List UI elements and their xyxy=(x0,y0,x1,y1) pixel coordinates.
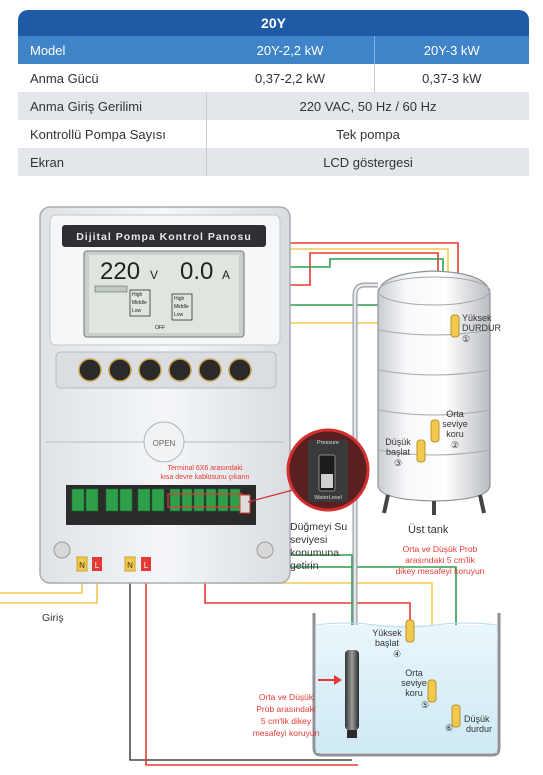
panel-title: Dijital Pompa Kontrol Panosu xyxy=(76,231,252,243)
row-label: Ekran xyxy=(18,148,207,176)
upper-probe-labels: Yüksek DURDUR ① Orta seviye koru ② Düşük… xyxy=(385,313,501,468)
probe-text: koru xyxy=(405,688,423,698)
n-label: N xyxy=(79,561,85,570)
note-line: Prob arasındaki xyxy=(256,704,316,714)
panel-button[interactable] xyxy=(108,358,132,382)
lcd-current: 0.0 xyxy=(180,258,213,285)
lcd-label: High xyxy=(132,292,143,298)
lcd-label: OFF xyxy=(155,325,165,331)
control-panel: Dijital Pompa Kontrol Panosu 220 V 0.0 A… xyxy=(39,206,291,584)
probe-text: Orta xyxy=(446,409,464,419)
probe-text: DURDUR xyxy=(462,323,501,333)
l-label: L xyxy=(144,561,149,570)
probe-text: başlat xyxy=(386,447,411,457)
inset-bottom-label: WaterLevel xyxy=(314,495,342,501)
row-label: Kontrollü Pompa Sayısı xyxy=(30,126,166,142)
upper-tank-title: Üst tank xyxy=(408,524,449,536)
lower-tank-note: Orta ve Düşük Prob arasındaki 5 cm'lik d… xyxy=(253,692,320,738)
switch-note: Düğmeyi Su seviyesi konumuna getirin xyxy=(290,521,347,572)
lcd-label: Low xyxy=(174,312,184,318)
header-model-1: 20Y-2,2 kW xyxy=(206,36,374,64)
note-line: dikey mesafeyi koruyun xyxy=(396,566,485,576)
open-latch[interactable] xyxy=(143,421,185,463)
lcd-current-unit: A xyxy=(222,268,230,282)
lower-probes xyxy=(405,619,461,728)
probe-text: başlat xyxy=(375,638,400,648)
probe-mid xyxy=(430,419,440,443)
probe-text: Düşük xyxy=(464,714,490,724)
note-line: Orta ve Düşük Prob xyxy=(403,544,478,554)
lcd-label: Middle xyxy=(132,300,147,306)
row-value: 0,37-3 kW xyxy=(373,64,529,92)
note-line: seviyesi xyxy=(290,534,327,546)
header-model-2: 20Y-3 kW xyxy=(373,36,529,64)
probe-text: durdur xyxy=(466,724,492,734)
panel-button[interactable] xyxy=(168,358,192,382)
probe-text: ③ xyxy=(394,458,402,468)
panel-button[interactable] xyxy=(228,358,252,382)
wiring-diagram: Dijital Pompa Kontrol Panosu 220 V 0.0 A… xyxy=(0,206,501,766)
row-value: 220 VAC, 50 Hz / 60 Hz xyxy=(206,92,529,120)
note-line: mesafeyi koruyun xyxy=(253,728,320,738)
terminal-note: Terminal 6X6 arasındaki kısa devre kablo… xyxy=(160,465,249,481)
spec-table: 20Y Model 20Y-2,2 kW 20Y-3 kW Anma Gücü … xyxy=(18,10,529,176)
probe-text: Düşük xyxy=(385,437,411,447)
water-pipe xyxy=(352,282,378,650)
probe-text: ④ xyxy=(393,649,401,659)
lower-probe-labels: Yüksek başlat ④ Orta seviye koru ⑤ Düşük… xyxy=(372,628,492,734)
row-label: Anma Gücü xyxy=(30,70,99,86)
probe-text: ① xyxy=(462,334,470,344)
probe-text: ⑤ xyxy=(421,700,429,710)
row-value: 0,37-2,2 kW xyxy=(254,70,326,86)
lcd-voltage: 220 xyxy=(100,258,140,285)
lower-tank xyxy=(312,613,501,757)
header-label: Model xyxy=(18,36,207,64)
row-label: Anma Giriş Gerilimi xyxy=(18,92,207,120)
probe-mid xyxy=(427,679,437,703)
probe-text: koru xyxy=(446,429,464,439)
panel-button[interactable] xyxy=(198,358,222,382)
panel-button[interactable] xyxy=(138,358,162,382)
submersible-pump xyxy=(345,650,359,730)
probe-low-stop xyxy=(451,704,461,728)
inset-top-label: Pressure xyxy=(317,440,339,446)
note-line: 5 cm'lik dikey xyxy=(261,716,312,726)
spec-title: 20Y xyxy=(18,10,529,36)
panel-buttons xyxy=(78,358,252,382)
n-label: N xyxy=(127,561,133,570)
probe-text: ⑥ xyxy=(445,723,453,733)
probe-text: seviye xyxy=(401,678,427,688)
row-value: LCD göstergesi xyxy=(206,148,529,176)
probe-high-stop xyxy=(450,314,460,338)
lcd-label: High xyxy=(174,296,185,302)
note-line: getirin xyxy=(290,560,319,572)
probe-low-start xyxy=(416,439,426,463)
probe-text: seviye xyxy=(442,419,468,429)
note-line: arasındaki 5 cm'lik xyxy=(405,555,475,565)
upper-tank: Üst tank xyxy=(377,270,491,536)
note-line: Terminal 6X6 arasındaki xyxy=(167,465,243,472)
arrow-icon xyxy=(318,675,342,685)
probe-text: ② xyxy=(451,440,459,450)
lcd-label: Low xyxy=(132,308,142,314)
probe-text: Yüksek xyxy=(372,628,402,638)
upper-tank-note: Orta ve Düşük Prob arasındaki 5 cm'lik d… xyxy=(396,544,485,576)
input-label: Giriş xyxy=(42,612,64,624)
lcd-label: Middle xyxy=(174,304,189,310)
probe-text: Orta xyxy=(405,668,423,678)
probe-text: Yüksek xyxy=(462,313,492,323)
panel-title-bar xyxy=(62,225,266,247)
note-line: kısa devre kablosunu çıkarın xyxy=(160,474,249,481)
open-label: OPEN xyxy=(153,439,176,448)
l-label: L xyxy=(95,561,100,570)
row-value: Tek pompa xyxy=(206,120,529,148)
upper-probes xyxy=(416,314,460,463)
switch-inset: Pressure WaterLevel xyxy=(247,428,370,512)
note-line: konumuna xyxy=(290,547,339,559)
probe-high-start xyxy=(405,619,415,643)
note-line: Orta ve Düşük xyxy=(259,692,314,702)
panel-button[interactable] xyxy=(78,358,102,382)
lcd-voltage-unit: V xyxy=(150,268,158,282)
note-line: Düğmeyi Su xyxy=(290,521,347,533)
